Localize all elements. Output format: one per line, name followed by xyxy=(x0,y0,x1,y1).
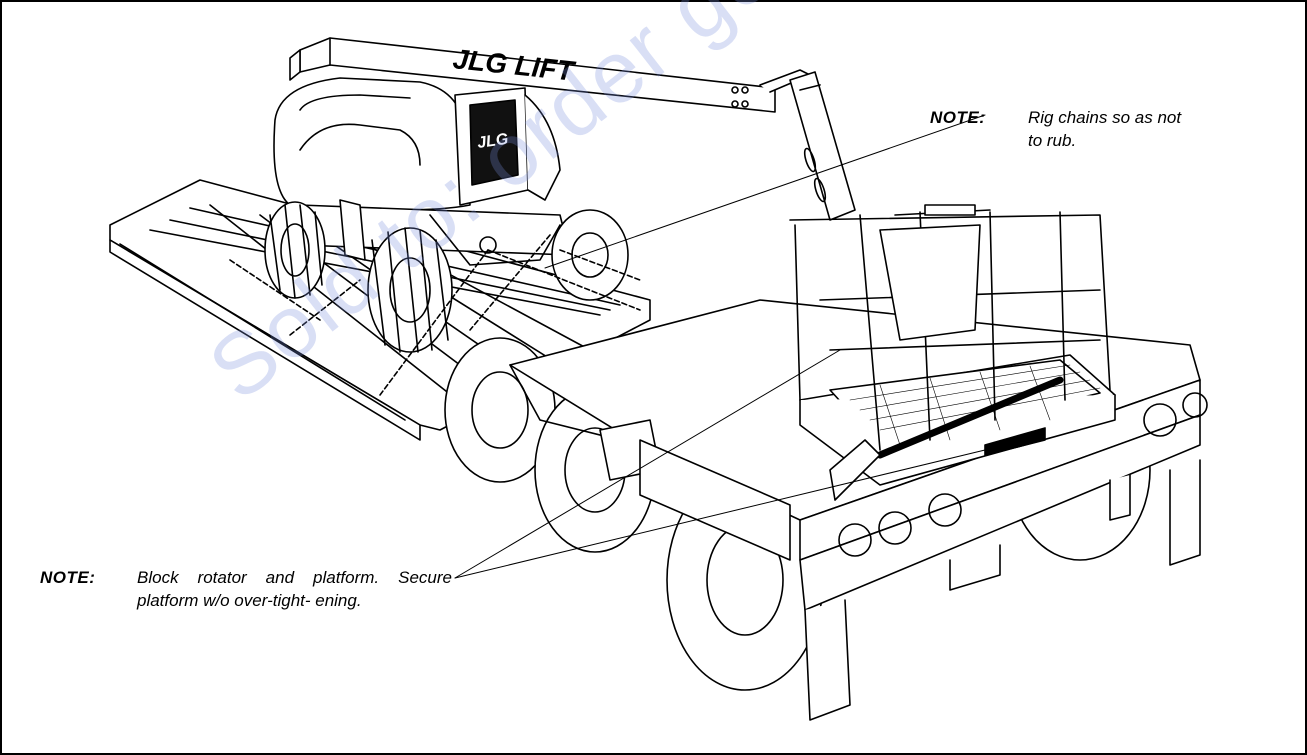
panel-brand-text: JLG xyxy=(476,131,509,152)
machine-wheels xyxy=(264,201,629,353)
boom xyxy=(289,37,856,221)
machine-body xyxy=(273,77,571,266)
leader-lines xyxy=(454,114,986,579)
tie-down-chains xyxy=(229,234,641,396)
platform-basket xyxy=(789,204,1116,501)
